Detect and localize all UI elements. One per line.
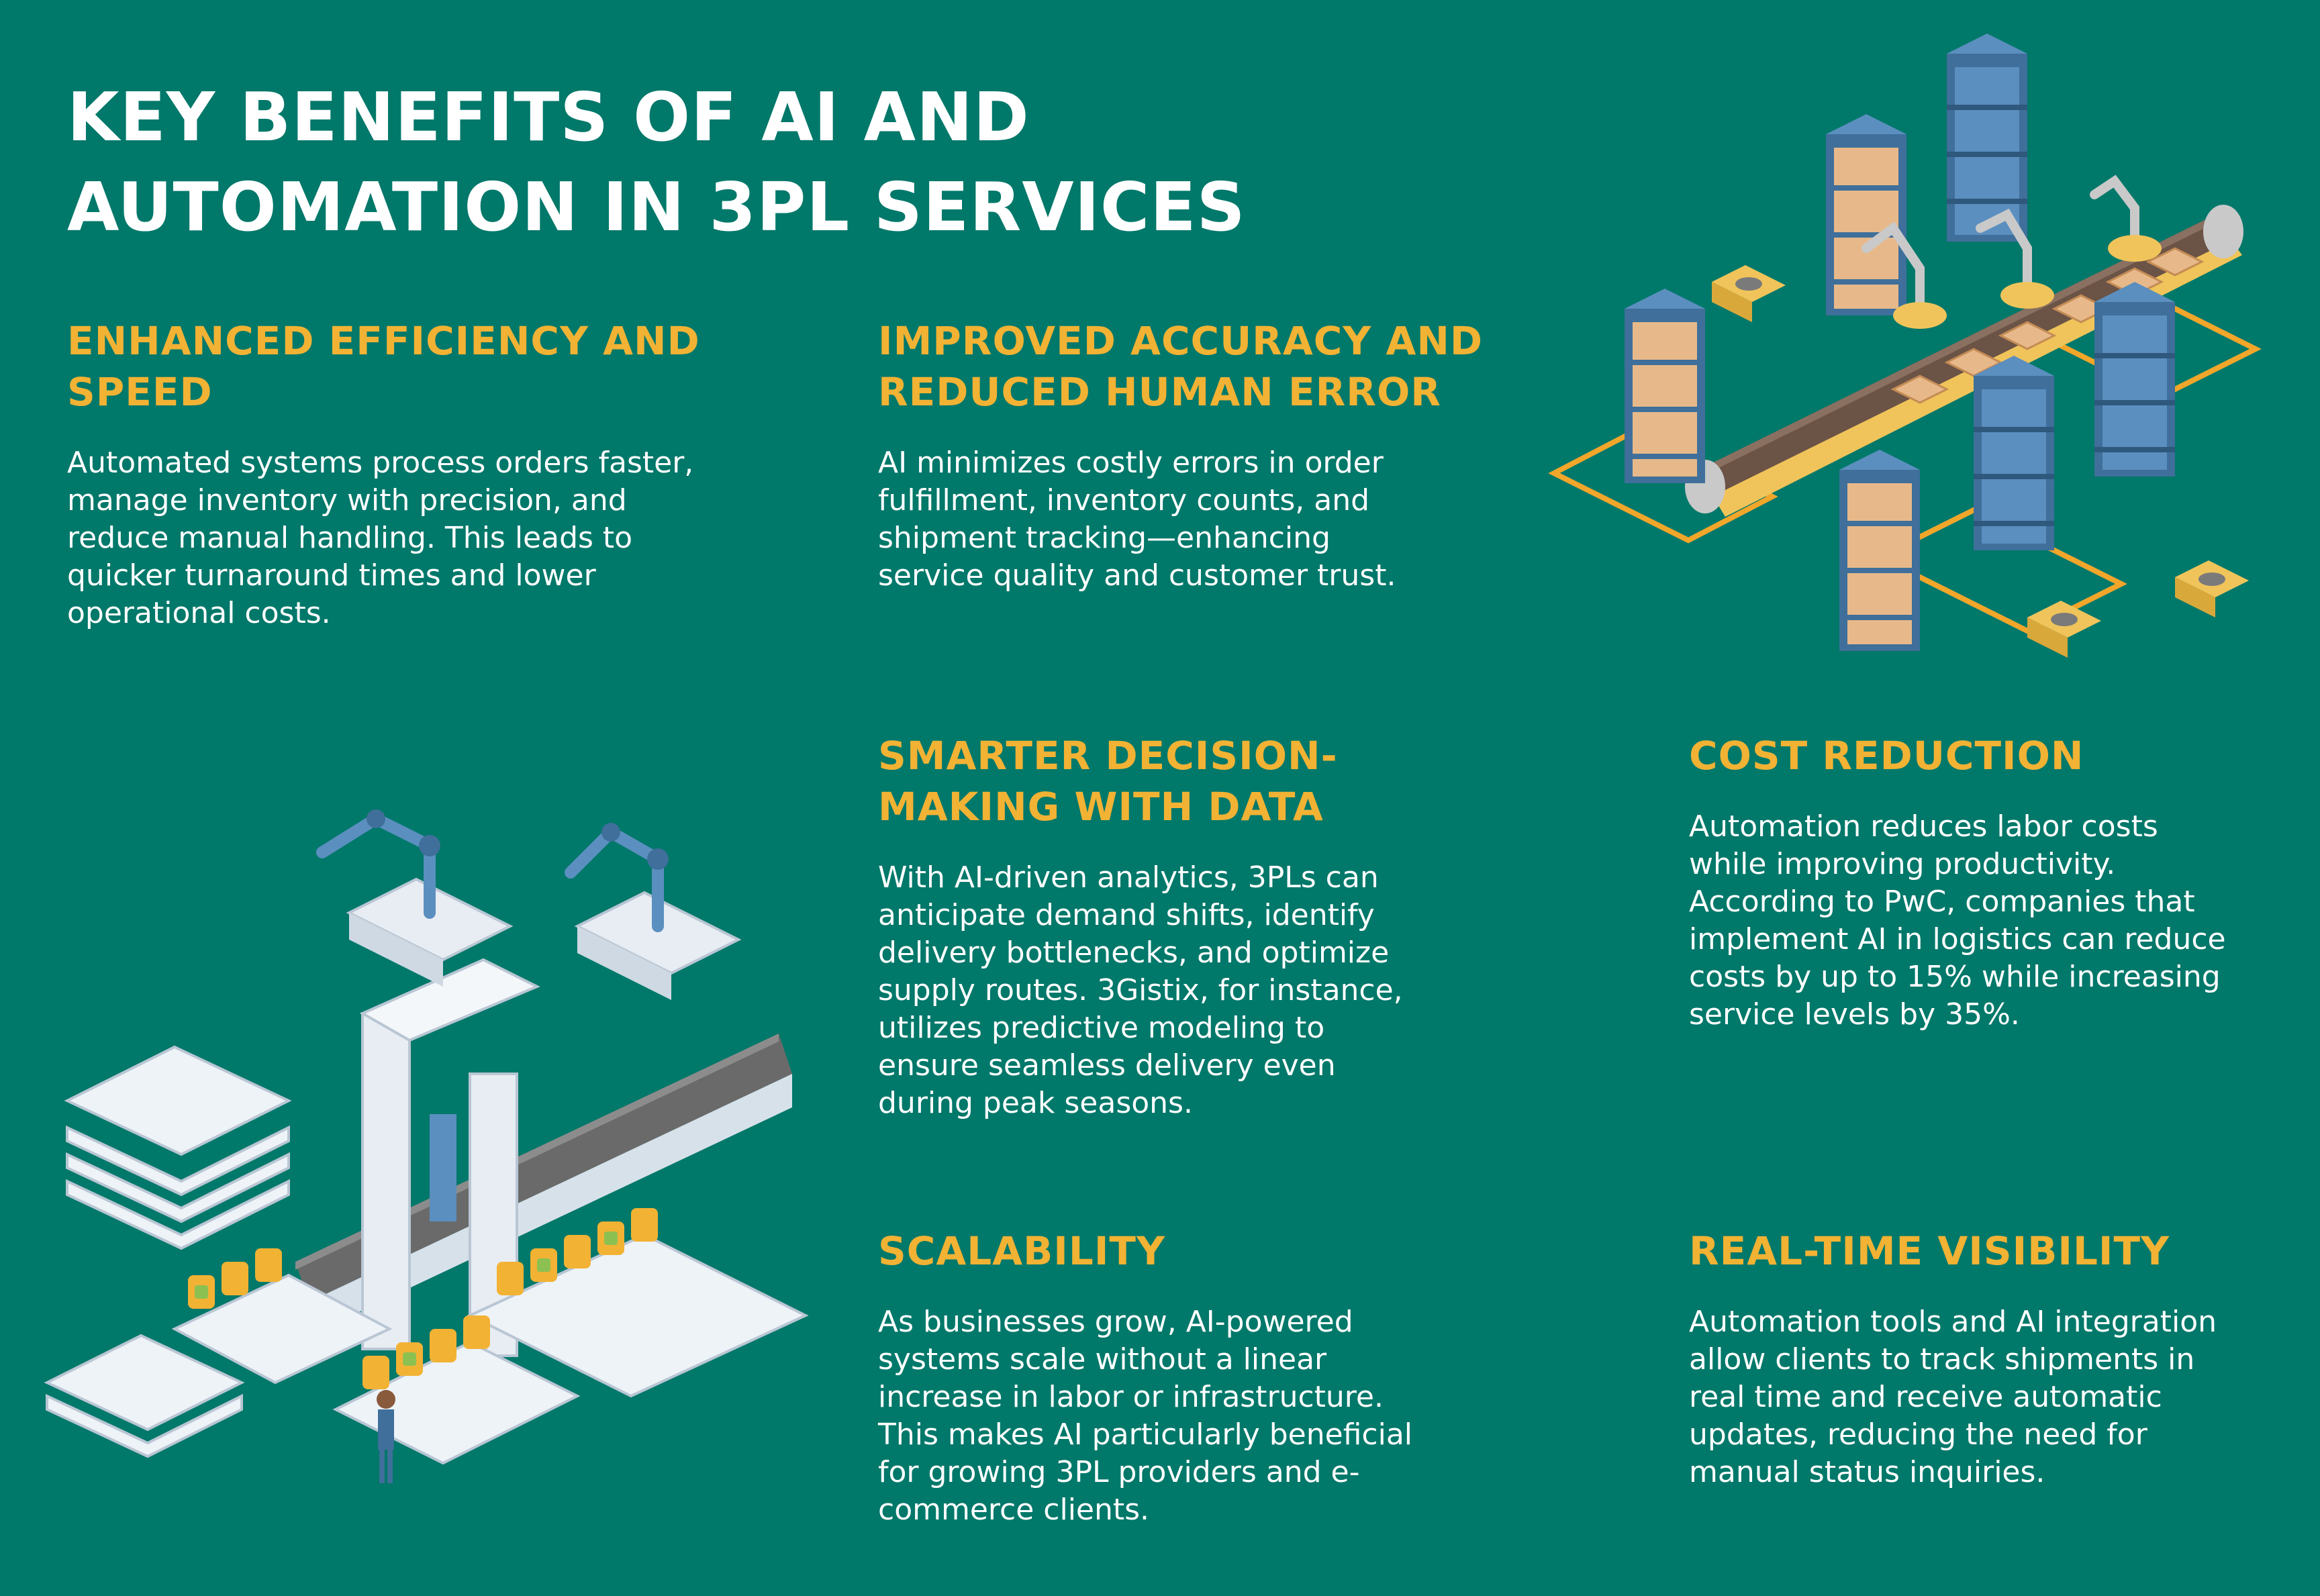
section-heading-line: SMARTER DECISION-: [878, 733, 1338, 779]
section-body: AI minimizes costly errors in order fulf…: [878, 444, 1482, 595]
page-title: KEY BENEFITS OF AI AND AUTOMATION IN 3PL…: [67, 72, 1246, 252]
section-body-line: delivery bottlenecks, and optimize: [878, 936, 1390, 970]
section-body-line: systems scale without a linear: [878, 1342, 1327, 1377]
section-real-time-visibility: REAL-TIME VISIBILITY Automation tools an…: [1689, 1226, 2293, 1491]
section-body-line: during peak seasons.: [878, 1086, 1193, 1120]
section-heading: COST REDUCTION: [1689, 730, 2293, 781]
section-body: As businesses grow, AI-powered systems s…: [878, 1303, 1482, 1529]
section-heading-line: ENHANCED EFFICIENCY AND: [67, 318, 700, 364]
page-title-line: KEY BENEFITS OF AI AND: [67, 78, 1030, 156]
section-body-line: ensure seamless delivery even: [878, 1048, 1336, 1083]
page-title-line: AUTOMATION IN 3PL SERVICES: [67, 168, 1246, 246]
section-heading-line: REDUCED HUMAN ERROR: [878, 369, 1441, 415]
section-body-line: AI minimizes costly errors in order: [878, 446, 1384, 480]
section-heading-line: REAL-TIME VISIBILITY: [1689, 1228, 2170, 1274]
section-heading: ENHANCED EFFICIENCY AND SPEED: [67, 315, 700, 417]
shelving-racks: [1625, 34, 2175, 651]
section-body-line: operational costs.: [67, 596, 331, 630]
section-body-line: service levels by 35%.: [1689, 997, 2020, 1032]
section-heading-line: SCALABILITY: [878, 1228, 1165, 1274]
section-smarter-decision-making: SMARTER DECISION- MAKING WITH DATA With …: [878, 730, 1482, 1122]
section-heading: SMARTER DECISION- MAKING WITH DATA: [878, 730, 1482, 832]
section-body-line: reduce manual handling. This leads to: [67, 521, 633, 555]
section-body-line: implement AI in logistics can reduce: [1689, 922, 2226, 956]
section-body-line: As businesses grow, AI-powered: [878, 1305, 1353, 1339]
warehouse-conveyor-illustration: [1548, 34, 2262, 658]
section-body-line: Automation tools and AI integration: [1689, 1305, 2217, 1339]
tracked-robot-arms: [316, 809, 742, 1000]
section-body-line: With AI-driven analytics, 3PLs can: [878, 860, 1379, 895]
robot-bases: [1893, 235, 2162, 329]
section-body-line: allow clients to track shipments in: [1689, 1342, 2195, 1377]
section-heading: SCALABILITY: [878, 1226, 1482, 1277]
section-body-line: Automated systems process orders faster,: [67, 446, 694, 480]
robotic-arms: [1862, 174, 2139, 313]
section-body-line: shipment tracking—enhancing: [878, 521, 1331, 555]
section-body-line: anticipate demand shifts, identify: [878, 898, 1375, 932]
worker-figure: [377, 1390, 395, 1483]
section-body-line: real time and receive automatic: [1689, 1380, 2162, 1414]
section-body-line: According to PwC, companies that: [1689, 885, 2195, 919]
section-body-line: for growing 3PL providers and e-: [878, 1455, 1360, 1489]
section-body-line: costs by up to 15% while increasing: [1689, 960, 2221, 994]
section-body-line: manage inventory with precision, and: [67, 483, 627, 517]
section-cost-reduction: COST REDUCTION Automation reduces labor …: [1689, 730, 2293, 1034]
section-body-line: quicker turnaround times and lower: [67, 558, 596, 593]
section-body: Automation tools and AI integration allo…: [1689, 1303, 2293, 1491]
section-body-line: service quality and customer trust.: [878, 558, 1396, 593]
section-heading-line: COST REDUCTION: [1689, 733, 2084, 779]
section-body: Automation reduces labor costs while imp…: [1689, 808, 2293, 1034]
section-body-line: utilizes predictive modeling to: [878, 1011, 1325, 1045]
section-improved-accuracy: IMPROVED ACCURACY AND REDUCED HUMAN ERRO…: [878, 315, 1482, 595]
stacked-pallets: [44, 1045, 292, 1458]
section-heading-line: IMPROVED ACCURACY AND: [878, 318, 1484, 364]
parcel-pallets: [171, 1208, 809, 1465]
section-body-line: while improving productivity.: [1689, 847, 2116, 881]
agv-robots: [1712, 265, 2249, 658]
section-scalability: SCALABILITY As businesses grow, AI-power…: [878, 1226, 1482, 1529]
section-body-line: fulfillment, inventory counts, and: [878, 483, 1370, 517]
section-body-line: manual status inquiries.: [1689, 1455, 2045, 1489]
section-body-line: increase in labor or infrastructure.: [878, 1380, 1384, 1414]
section-enhanced-efficiency: ENHANCED EFFICIENCY AND SPEED Automated …: [67, 315, 700, 632]
section-body-line: supply routes. 3Gistix, for instance,: [878, 973, 1403, 1007]
section-body-line: updates, reducing the need for: [1689, 1417, 2147, 1452]
section-heading-line: MAKING WITH DATA: [878, 784, 1324, 830]
robotic-factory-illustration: [44, 809, 809, 1483]
section-heading-line: SPEED: [67, 369, 213, 415]
section-body-line: This makes AI particularly beneficial: [878, 1417, 1413, 1452]
section-body-line: commerce clients.: [878, 1493, 1150, 1527]
section-body-line: Automation reduces labor costs: [1689, 809, 2158, 844]
section-body: Automated systems process orders faster,…: [67, 444, 694, 632]
section-body: With AI-driven analytics, 3PLs can antic…: [878, 859, 1482, 1122]
section-heading: IMPROVED ACCURACY AND REDUCED HUMAN ERRO…: [878, 315, 1482, 417]
factory-conveyor: [295, 1034, 792, 1336]
section-heading: REAL-TIME VISIBILITY: [1689, 1226, 2293, 1277]
